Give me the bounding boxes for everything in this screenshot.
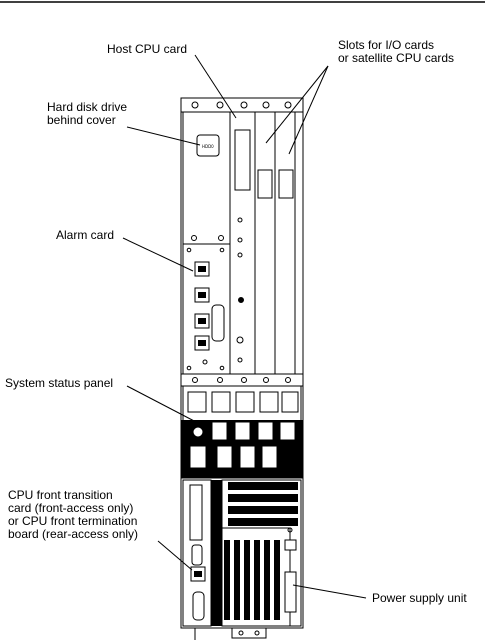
screw-icon (240, 101, 248, 109)
hdd-badge (196, 134, 220, 157)
callout-text: or satellite CPU cards (338, 51, 455, 65)
screw-icon (186, 247, 192, 253)
led-icon (202, 359, 208, 365)
callout-power-supply-unit: Power supply unit (372, 592, 467, 605)
led-icon (237, 237, 243, 243)
callout-text: Slots for I/O cards (338, 38, 435, 52)
screw-icon (219, 247, 225, 253)
callout-cpu-front-transition: CPU front transition card (front-access … (8, 489, 138, 541)
psu-handle (284, 539, 297, 551)
slot-2-window (278, 169, 294, 199)
base-foot (231, 627, 267, 639)
callout-text: or CPU front termination (8, 514, 138, 528)
leader-slots-2 (288, 65, 329, 155)
screw-icon (262, 101, 270, 109)
cpu-connector-1 (189, 484, 203, 541)
psu-latch (284, 571, 297, 613)
status-slot-icon (187, 391, 207, 413)
hdd-cover-label: HDD0 (202, 144, 214, 149)
cpu-serial-connector (192, 591, 205, 621)
led-icon (237, 252, 243, 258)
leader-host-cpu (194, 54, 237, 119)
screw-icon (217, 377, 223, 383)
io-slot-1 (254, 111, 276, 375)
leader-hdd (126, 126, 201, 146)
status-slot-icon (281, 391, 299, 413)
callout-alarm-card: Alarm card (56, 229, 114, 242)
status-indicator (261, 445, 278, 469)
callout-slots: Slots for I/O cards or satellite CPU car… (338, 39, 454, 65)
psu-vents (211, 480, 298, 626)
status-indicator (189, 445, 207, 469)
status-indicator (279, 421, 296, 441)
screw-icon (216, 101, 224, 109)
callout-text: Power supply unit (372, 591, 467, 605)
callout-text: card (front-access only) (8, 501, 134, 515)
screw-icon (218, 235, 224, 241)
screw-icon (241, 377, 247, 383)
screw-icon (285, 377, 291, 383)
led-icon (237, 217, 243, 223)
leader-status (126, 385, 199, 424)
cpu-connector-2 (191, 544, 203, 566)
led-icon (287, 527, 293, 533)
callout-host-cpu-card: Host CPU card (107, 43, 187, 56)
status-switch-icon (192, 426, 204, 438)
status-slot-icon (235, 391, 255, 413)
status-slot-icon (211, 391, 231, 413)
screw-icon (238, 630, 244, 636)
screw-icon (191, 235, 197, 241)
callout-text: CPU front transition (8, 488, 113, 502)
screw-icon (186, 365, 192, 371)
hdd-cover (182, 111, 231, 245)
logo-icon (238, 297, 244, 303)
screw-icon (263, 377, 269, 383)
alarm-serial-connector (211, 304, 225, 342)
screw-icon (254, 630, 260, 636)
io-slot-2 (274, 111, 296, 375)
status-indicator (234, 421, 251, 441)
leader-alarm (122, 237, 194, 272)
status-slot-icon (259, 391, 279, 413)
screw-icon (191, 101, 199, 109)
io-slot-edge (294, 111, 304, 375)
led-icon (237, 357, 243, 363)
status-indicator (239, 445, 256, 469)
slot-1-window (257, 169, 273, 199)
screw-icon (219, 365, 225, 371)
status-indicator (211, 421, 228, 441)
leader-slots-1 (265, 65, 329, 144)
screw-icon (284, 101, 292, 109)
status-indicator (216, 445, 233, 469)
screw-icon (192, 377, 198, 383)
knob-icon (236, 336, 244, 344)
callout-system-status-panel: System status panel (5, 377, 113, 390)
callout-text: Alarm card (56, 228, 115, 242)
status-indicator (257, 421, 274, 441)
leader-psu (292, 584, 367, 599)
callout-text: Hard disk drive (47, 100, 128, 114)
leader-cpu-transition (157, 540, 193, 571)
callout-text: board (rear-access only) (8, 527, 139, 541)
host-cpu-connector (234, 129, 251, 191)
callout-text: behind cover (47, 113, 116, 127)
callout-text: System status panel (5, 376, 114, 390)
callout-hard-disk: Hard disk drive behind cover (47, 101, 127, 127)
callout-text: Host CPU card (107, 42, 188, 56)
alarm-port-pins (194, 266, 206, 577)
